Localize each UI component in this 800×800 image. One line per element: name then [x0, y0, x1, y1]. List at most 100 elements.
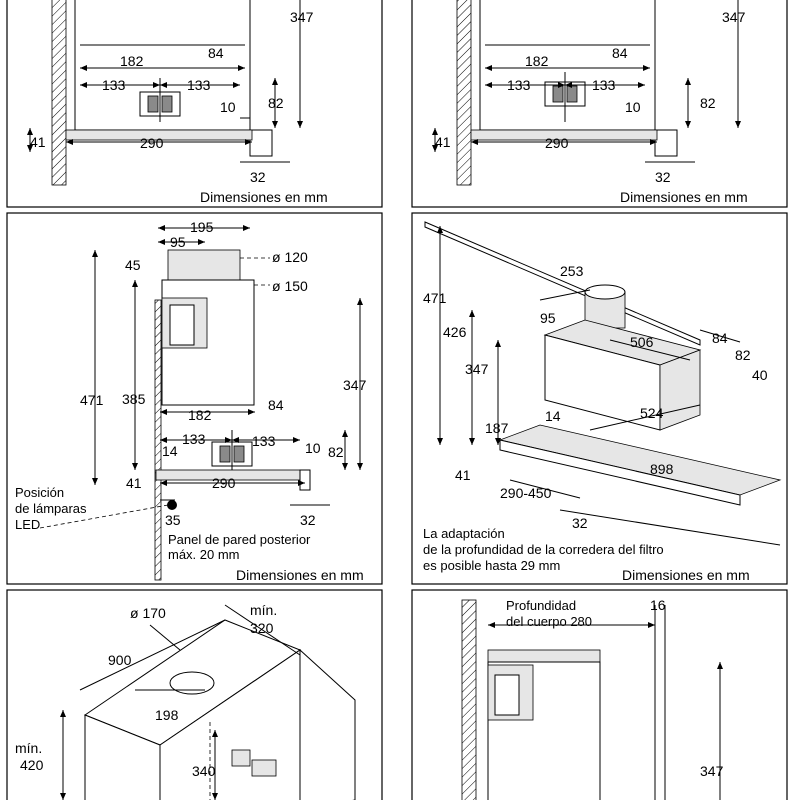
- dim-506: 506: [630, 334, 654, 350]
- panel-isometric-view: 471 253 426 95 506 347 84 82 40 14 524 1…: [411, 212, 788, 585]
- dim-45: 45: [125, 257, 141, 273]
- motor-symbol: [211, 430, 253, 470]
- dim-290: 290: [212, 475, 236, 491]
- panel-frame: [6, 212, 383, 585]
- dim-84: 84: [712, 330, 728, 346]
- dim-dia-170: ø 170: [130, 605, 166, 621]
- duct-top: [487, 649, 601, 663]
- dim-290: 290: [545, 135, 569, 151]
- caption-dimensions: Dimensiones en mm: [200, 189, 328, 205]
- dim-340: 340: [192, 763, 216, 779]
- dim-347: 347: [343, 377, 367, 393]
- front-panel: [249, 129, 273, 157]
- dim-35: 35: [165, 512, 181, 528]
- cabinet-front: [84, 714, 161, 800]
- led-label-line1: Posición: [15, 485, 64, 500]
- dim-290-450: 290-450: [500, 485, 552, 501]
- led-label-line2: de lámparas: [15, 501, 87, 516]
- dim-347: 347: [290, 9, 314, 25]
- led-label-line3: LED: [15, 517, 40, 532]
- dim-385: 385: [122, 391, 146, 407]
- dim-dia-150: ø 150: [272, 278, 308, 294]
- dim-82: 82: [328, 444, 344, 460]
- dim-82: 82: [268, 95, 284, 111]
- dim-dia-120: ø 120: [272, 249, 308, 265]
- dim-32: 32: [572, 515, 588, 531]
- dim-253: 253: [560, 263, 584, 279]
- dim-195: 195: [190, 219, 214, 235]
- duct-top: [584, 284, 626, 300]
- panel-body-depth-view: Profundidad del cuerpo 280 16 347: [411, 589, 788, 800]
- dim-41: 41: [126, 475, 142, 491]
- dim-182: 182: [188, 407, 212, 423]
- bracket: [251, 759, 277, 777]
- note-line2: de la profundidad de la corredera del fi…: [423, 542, 664, 557]
- note-line3: es posible hasta 29 mm: [423, 558, 560, 573]
- caption-dimensions: Dimensiones en mm: [622, 567, 750, 583]
- wall-section: [461, 599, 477, 800]
- dim-347: 347: [465, 361, 489, 377]
- dim-40: 40: [752, 367, 768, 383]
- dim-min: mín.: [250, 602, 277, 618]
- caption-dimensions: Dimensiones en mm: [236, 567, 364, 583]
- dim-82: 82: [735, 347, 751, 363]
- panel-frame: [411, 212, 788, 585]
- socket: [231, 749, 251, 767]
- body-depth-label-line1: Profundidad: [506, 598, 576, 613]
- panel-note-line1: Panel de pared posterior: [168, 532, 311, 547]
- dim-14: 14: [545, 408, 561, 424]
- dim-82: 82: [700, 95, 716, 111]
- dim-133-right: 133: [592, 77, 616, 93]
- dim-133-left: 133: [102, 77, 126, 93]
- panel-front-view-right: 347 182 84 133 133 82 10 41 290 32 Dimen…: [411, 0, 788, 208]
- motor-symbol: [139, 78, 181, 122]
- dim-133-right: 133: [187, 77, 211, 93]
- panel-frame: [6, 589, 383, 800]
- dim-187: 187: [485, 420, 509, 436]
- dim-420: 420: [20, 757, 44, 773]
- dim-133-right: 133: [252, 433, 276, 449]
- panel-front-view-left: 347 182 84 133 133 82 10 41 290 32 Dimen…: [6, 0, 383, 208]
- dim-133-left: 133: [507, 77, 531, 93]
- dim-95: 95: [540, 310, 556, 326]
- dim-182: 182: [120, 53, 144, 69]
- dim-524: 524: [640, 405, 664, 421]
- dim-898: 898: [650, 461, 674, 477]
- dim-10: 10: [305, 440, 321, 456]
- panel-frame: [411, 0, 788, 208]
- dim-41: 41: [30, 134, 46, 150]
- front-panel: [299, 469, 311, 491]
- dim-32: 32: [250, 169, 266, 185]
- dim-290: 290: [140, 135, 164, 151]
- panel-frame: [6, 0, 383, 208]
- front-panel: [654, 129, 678, 157]
- dim-84: 84: [612, 45, 628, 61]
- front-strip: [499, 439, 741, 506]
- panel-frame: [411, 589, 788, 800]
- dim-198: 198: [155, 707, 179, 723]
- hood-body-side: [659, 349, 701, 431]
- control-panel: [494, 674, 520, 716]
- dim-41: 41: [435, 134, 451, 150]
- dim-95: 95: [170, 234, 186, 250]
- wall-section: [51, 0, 67, 186]
- panel-side-view: 195 95 ø 120 45 ø 150 471 385 347 182 84…: [6, 212, 383, 585]
- dim-16: 16: [650, 597, 666, 613]
- dim-84: 84: [268, 397, 284, 413]
- note-line1: La adaptación: [423, 526, 505, 541]
- body-depth-label-line2: del cuerpo 280: [506, 614, 592, 629]
- dim-426: 426: [443, 324, 467, 340]
- dim-347: 347: [700, 763, 724, 779]
- dim-900: 900: [108, 652, 132, 668]
- control-panel: [169, 304, 195, 346]
- dim-347: 347: [722, 9, 746, 25]
- duct-cutout: [169, 671, 215, 695]
- wall-section: [456, 0, 472, 186]
- dim-32: 32: [655, 169, 671, 185]
- caption-dimensions: Dimensiones en mm: [620, 189, 748, 205]
- dim-min-2: mín.: [15, 740, 42, 756]
- dim-41: 41: [455, 467, 471, 483]
- dim-32: 32: [300, 512, 316, 528]
- dim-133-left: 133: [182, 431, 206, 447]
- dim-182: 182: [525, 53, 549, 69]
